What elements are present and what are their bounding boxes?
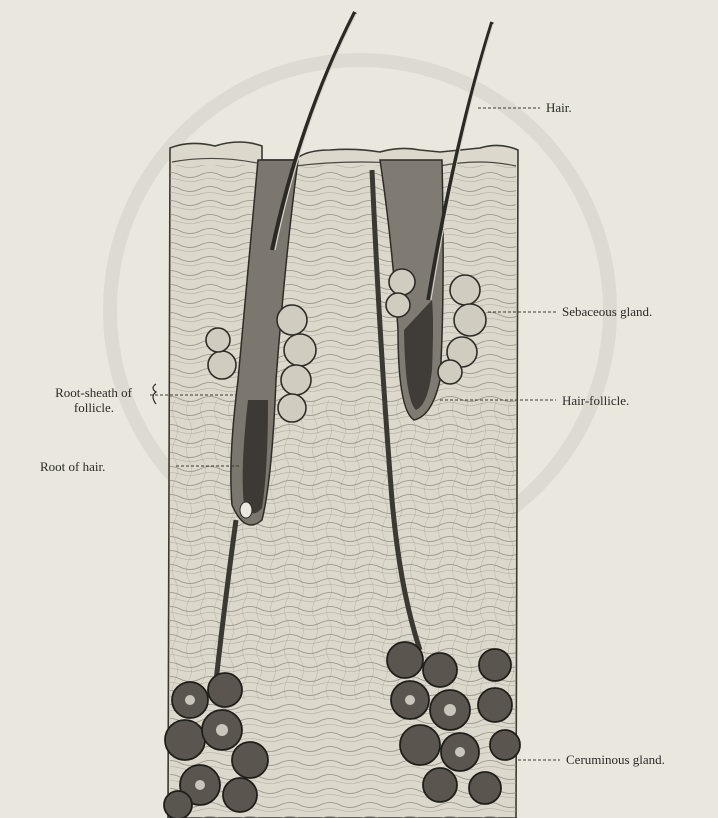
label-hair-follicle: Hair-follicle. (562, 393, 629, 408)
label-hair: Hair. (546, 100, 572, 115)
root-sheath-brace (153, 384, 156, 404)
label-root-of-hair: Root of hair. (40, 459, 105, 474)
hair-bulb-papilla (240, 502, 252, 518)
dermis-fibers-vertical (170, 400, 516, 700)
label-ceruminous-gland: Ceruminous gland. (566, 752, 665, 767)
label-root-sheath-line1: Root-sheath of (55, 385, 132, 400)
label-sebaceous-gland: Sebaceous gland. (562, 304, 652, 319)
label-root-sheath-line2: follicle. (74, 400, 114, 415)
